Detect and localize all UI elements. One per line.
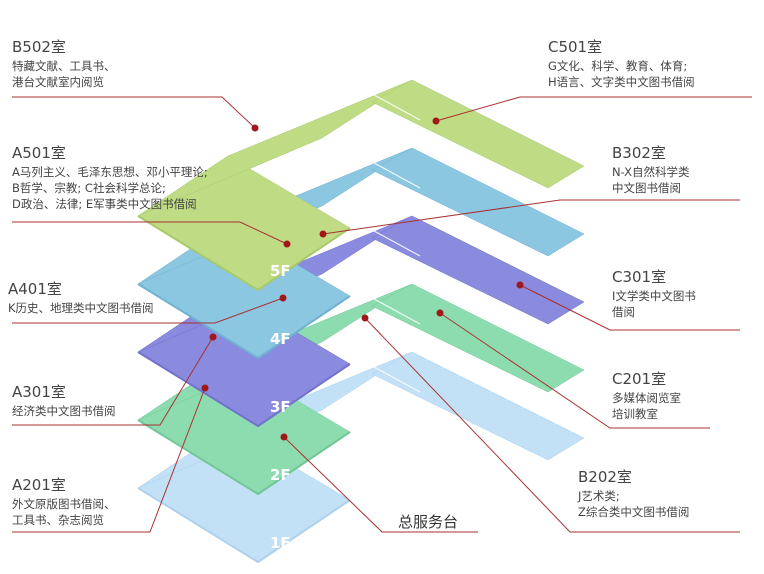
room-description-line: K历史、地理类中文图书借阅 <box>8 301 154 315</box>
room-label-c501: C501室 G文化、科学、教育、体育; H语言、文字类中文图书借阅 <box>548 38 695 89</box>
marker-dot-a401 <box>279 294 287 302</box>
room-title: C501室 <box>548 38 602 56</box>
room-description-line: 培训教室 <box>612 407 658 421</box>
room-label-a501: A501室 A马列主义、毛泽东思想、邓小平理论; B哲学、宗教; C社会科学总论; D… <box>12 144 208 211</box>
leader-line-a301 <box>12 336 214 426</box>
floor-divider <box>149 147 223 199</box>
room-description-line: J艺术类; <box>577 489 620 503</box>
room-description-line: 港台文献室内阅览 <box>12 75 104 89</box>
marker-dot-a301 <box>209 333 217 341</box>
service-desk-label: 总服务台 <box>398 513 458 531</box>
room-label-b202: B202室 J艺术类; Z综合类中文图书借阅 <box>577 468 689 519</box>
floor-divider <box>364 225 421 257</box>
leader-line-c201 <box>439 312 710 429</box>
room-description-line: 借阅 <box>612 305 635 319</box>
floor-label-f4: 4F <box>270 330 291 348</box>
room-title: A401室 <box>8 280 62 298</box>
marker-dot-a201 <box>201 384 209 392</box>
leader-line-c501 <box>435 96 752 122</box>
room-title: A501室 <box>12 144 66 162</box>
room-description-line: 特藏文献、工具书、 <box>12 59 116 73</box>
marker-dot-b302 <box>319 230 327 238</box>
room-description-line: 工具书、杂志阅览 <box>12 513 104 527</box>
floor-f3-segment <box>371 215 585 325</box>
floor-f4-segment <box>371 147 585 257</box>
marker-dot-c201 <box>436 309 444 317</box>
floor-divider <box>364 361 421 393</box>
floor-f2-segment <box>371 283 585 393</box>
room-description-line: N-X自然科学类 <box>612 165 690 179</box>
marker-dot-service <box>280 433 288 441</box>
room-label-a401: A401室 K历史、地理类中文图书借阅 <box>8 280 154 315</box>
floor-f5-segment <box>371 79 585 189</box>
room-description-line: I文学类中文图书 <box>612 289 696 303</box>
room-description-line: H语言、文字类中文图书借阅 <box>548 75 695 89</box>
floor-edge <box>137 215 351 292</box>
room-description-line: A马列主义、毛泽东思想、邓小平理论; <box>12 165 208 179</box>
room-description-line: 外文原版图书借阅、 <box>12 497 116 511</box>
room-title: A201室 <box>12 476 66 494</box>
room-description-line: B哲学、宗教; C社会科学总论; <box>12 181 166 195</box>
floor-f5: 5F <box>137 79 585 292</box>
floor-edge <box>137 487 351 564</box>
marker-dot-b202 <box>361 314 369 322</box>
marker-dot-a501 <box>283 240 291 248</box>
room-description-line: 中文图书借阅 <box>612 181 681 195</box>
leader-line-service <box>283 436 478 533</box>
room-description-line: 经济类中文图书借阅 <box>12 404 116 418</box>
floor-divider <box>364 157 421 189</box>
marker-dot-c501 <box>432 117 440 125</box>
room-title: B502室 <box>12 38 66 56</box>
leader-line-b302 <box>322 199 740 235</box>
floor-label-f3: 3F <box>270 398 291 416</box>
floor-label-f5: 5F <box>270 262 291 280</box>
leader-line-c301 <box>519 284 740 331</box>
marker-dot-c301 <box>516 281 524 289</box>
leader-line-b202 <box>364 317 740 533</box>
floor-edge <box>137 419 351 496</box>
room-title: C301室 <box>612 268 666 286</box>
leader-line-a401 <box>12 297 284 324</box>
room-title: A301室 <box>12 383 66 401</box>
floor-f1-segment <box>371 351 585 461</box>
leader-line-b502 <box>12 96 256 129</box>
room-description-line: D政治、法律; E军事类中文图书借阅 <box>12 197 197 211</box>
floor-label-f2: 2F <box>270 466 291 484</box>
floor-divider <box>364 89 421 121</box>
floor-label-f1: 1F <box>270 534 291 552</box>
floor-edge <box>137 351 351 428</box>
room-title: B302室 <box>612 144 666 162</box>
room-title: B202室 <box>578 468 632 486</box>
room-description-line: 多媒体阅览室 <box>612 391 681 405</box>
marker-dot-b502 <box>251 124 259 132</box>
room-title: C201室 <box>612 370 666 388</box>
room-description-line: Z综合类中文图书借阅 <box>578 505 689 519</box>
floor-edge <box>137 283 351 360</box>
leader-line-a501 <box>12 221 288 245</box>
floor-divider <box>364 293 421 325</box>
room-description-line: G文化、科学、教育、体育; <box>548 59 687 73</box>
leader-line-a201 <box>12 387 206 533</box>
